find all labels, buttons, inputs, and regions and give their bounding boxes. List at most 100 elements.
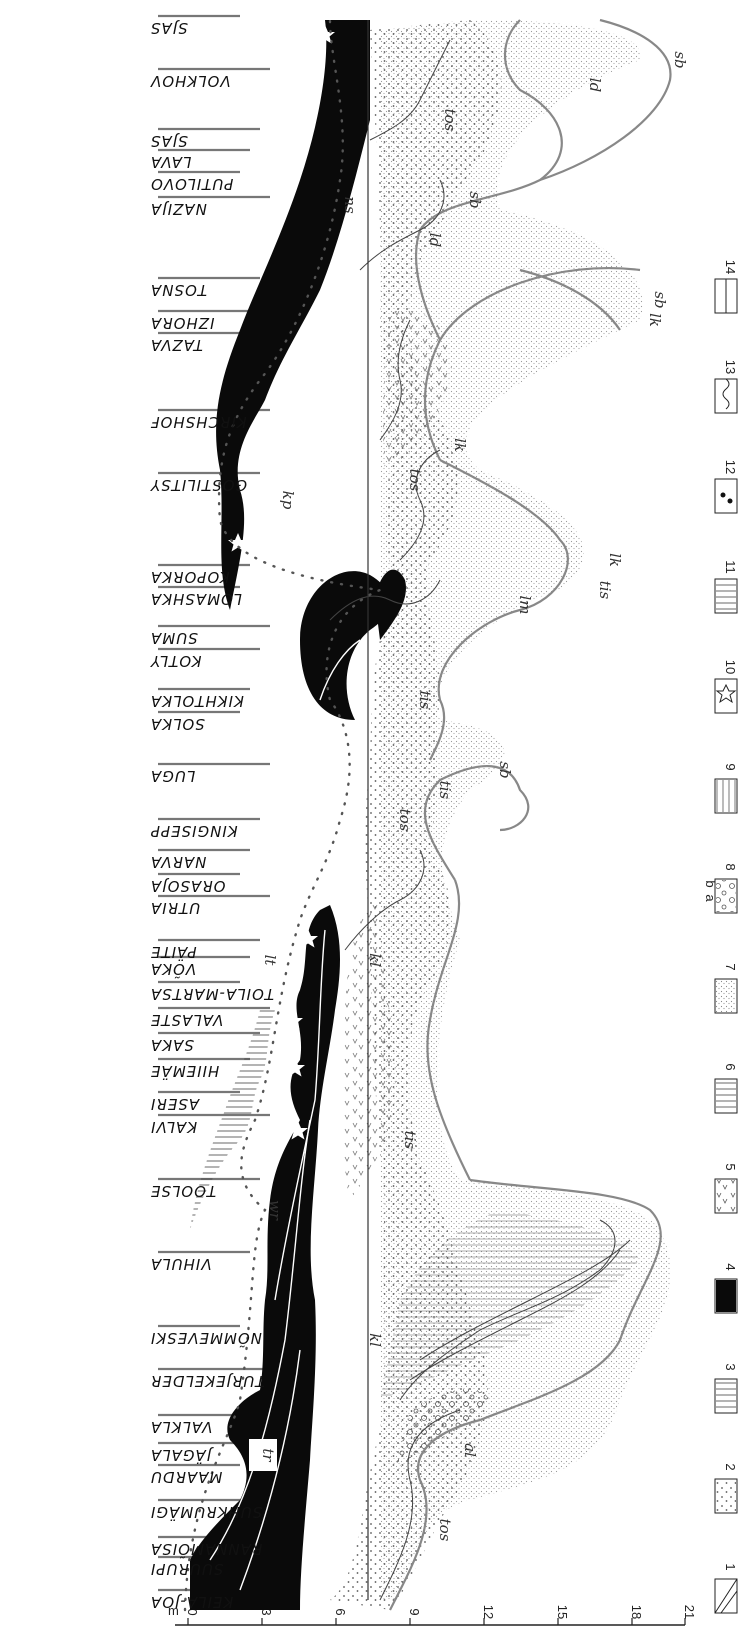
unit-label: ld bbox=[586, 78, 604, 92]
locality-label: PÄITE bbox=[150, 943, 197, 962]
locality-label: PUTILOVO bbox=[150, 175, 233, 193]
legend-number: 7 bbox=[723, 963, 738, 970]
unit-label: tos bbox=[436, 1519, 454, 1542]
locality-label: KIRCHSHOF bbox=[150, 413, 247, 431]
legend-item: 8 bbox=[715, 863, 738, 913]
unit-label: sb bbox=[651, 291, 669, 308]
locality-label: ASERI bbox=[150, 1095, 200, 1113]
legend-item: 2 bbox=[715, 1463, 738, 1513]
legend-item: 9 bbox=[715, 763, 738, 813]
locality-label: LUGA bbox=[150, 767, 195, 785]
unit-label: tis bbox=[596, 581, 614, 600]
legend-number: 1 bbox=[723, 1563, 738, 1570]
legend-number: 8 bbox=[723, 863, 738, 870]
locality-label: KEILA-JOA bbox=[150, 1593, 233, 1611]
unit-label: tis bbox=[416, 691, 434, 710]
legend-number: 12 bbox=[723, 460, 738, 474]
locality-label: HIIEMÄE bbox=[150, 1062, 219, 1081]
legend-number: 9 bbox=[723, 763, 738, 770]
locality-label: LAVA bbox=[150, 153, 191, 171]
legend-item: 12 bbox=[715, 460, 738, 513]
unit-label: kp bbox=[279, 491, 297, 510]
locality-label: TOOLSE bbox=[150, 1182, 216, 1200]
legend-swatch-fill bbox=[716, 1080, 736, 1112]
locality-label: SUMA bbox=[150, 629, 198, 647]
unit-label: tis bbox=[436, 781, 454, 800]
legend-swatch-fill bbox=[716, 1480, 736, 1512]
locality-label: GOSTILITSY bbox=[149, 476, 247, 494]
depth-tick-label: 6 bbox=[333, 1608, 348, 1615]
unit-label: wr bbox=[266, 1200, 284, 1221]
locality-label: TURJEKELDER bbox=[150, 1372, 265, 1390]
unit-label: lk bbox=[606, 553, 624, 567]
legend-swatch-fill bbox=[716, 1380, 736, 1412]
locality-label: KOTLY bbox=[149, 652, 201, 670]
legend-swatch-fill bbox=[716, 880, 736, 912]
locality-label: NÕMMEVESKI bbox=[150, 1329, 262, 1348]
legend-swatch-fill bbox=[716, 1280, 736, 1312]
legend-item: 5 bbox=[715, 1163, 738, 1213]
legend-number: 11 bbox=[723, 560, 738, 574]
locality-label: NAZIJA bbox=[150, 200, 207, 218]
locality-label: KINGISEPP bbox=[150, 822, 238, 840]
locality-label: KOPORKA bbox=[150, 568, 230, 586]
locality-label: TOILA-MARTSA bbox=[150, 985, 274, 1003]
legend-number: 5 bbox=[723, 1163, 738, 1170]
unit-label: tos bbox=[396, 809, 414, 832]
depth-tick-label: 21 bbox=[682, 1605, 697, 1619]
legend-item: 10 bbox=[715, 660, 738, 713]
locality-label: VÕKA bbox=[150, 960, 196, 979]
legend-number: 2 bbox=[723, 1463, 738, 1470]
legend-item: 6 bbox=[715, 1063, 738, 1113]
locality-label: JÄGALA bbox=[150, 1446, 214, 1465]
unit-label: sb bbox=[466, 191, 484, 208]
legend-swatch-fill bbox=[716, 1180, 736, 1212]
locality-label: KIKHTOLKA bbox=[150, 692, 244, 710]
depth-tick-label: 12 bbox=[481, 1605, 496, 1619]
unit-label: lk bbox=[646, 313, 664, 327]
unit-label: ld bbox=[426, 233, 444, 247]
legend-number: 6 bbox=[723, 1063, 738, 1070]
locality-label: MAARDU bbox=[150, 1468, 222, 1486]
legend-swatch-fill bbox=[716, 780, 736, 812]
locality-label: SUHKRUMÄGI bbox=[150, 1503, 262, 1522]
locality-label: TAZVA bbox=[150, 336, 203, 354]
locality-label: SUURUPI bbox=[150, 1560, 223, 1578]
legend-item: 14 bbox=[715, 260, 738, 313]
locality-label: VALASTE bbox=[150, 1011, 223, 1029]
depth-tick-label: 18 bbox=[629, 1605, 644, 1619]
legend-item: 3 bbox=[715, 1363, 738, 1413]
locality-label: KALVI bbox=[150, 1118, 197, 1136]
unit-label: tis bbox=[401, 1131, 419, 1150]
locality-label: SJAS bbox=[150, 132, 188, 150]
borehole-lines bbox=[158, 16, 270, 1590]
legend-number: 10 bbox=[723, 660, 738, 674]
unit-label: lt bbox=[261, 955, 279, 967]
depth-tick-label: 9 bbox=[407, 1608, 422, 1615]
legend-sub-label: b bbox=[703, 880, 718, 887]
unit-label: kl bbox=[366, 953, 384, 967]
legend-swatch bbox=[715, 479, 737, 513]
unit-label: tr bbox=[259, 1448, 277, 1462]
unit-label: tos bbox=[441, 109, 459, 132]
locality-label: SOLKA bbox=[150, 715, 205, 733]
black-limestone-east bbox=[216, 20, 370, 610]
legend-swatch bbox=[715, 379, 737, 413]
legend-swatch-fill bbox=[716, 980, 736, 1012]
locality-label: VALKLA bbox=[150, 1418, 212, 1436]
unit-label: sb bbox=[671, 51, 689, 68]
legend-number: 14 bbox=[723, 260, 738, 274]
legend-item: 13 bbox=[715, 360, 738, 413]
unit-label: al bbox=[461, 1443, 479, 1457]
locality-label: RANNAMÕISA bbox=[150, 1540, 262, 1559]
locality-label: SAKA bbox=[150, 1036, 194, 1054]
unit-label: tos bbox=[406, 469, 424, 492]
locality-label: ORASOJA bbox=[150, 877, 226, 895]
legend-swatch-fill bbox=[716, 580, 736, 612]
unit-label: kl bbox=[366, 1333, 384, 1347]
legend-number: 13 bbox=[723, 360, 738, 374]
legend-item: 4 bbox=[715, 1263, 738, 1313]
legend-item: 1 bbox=[715, 1563, 738, 1613]
